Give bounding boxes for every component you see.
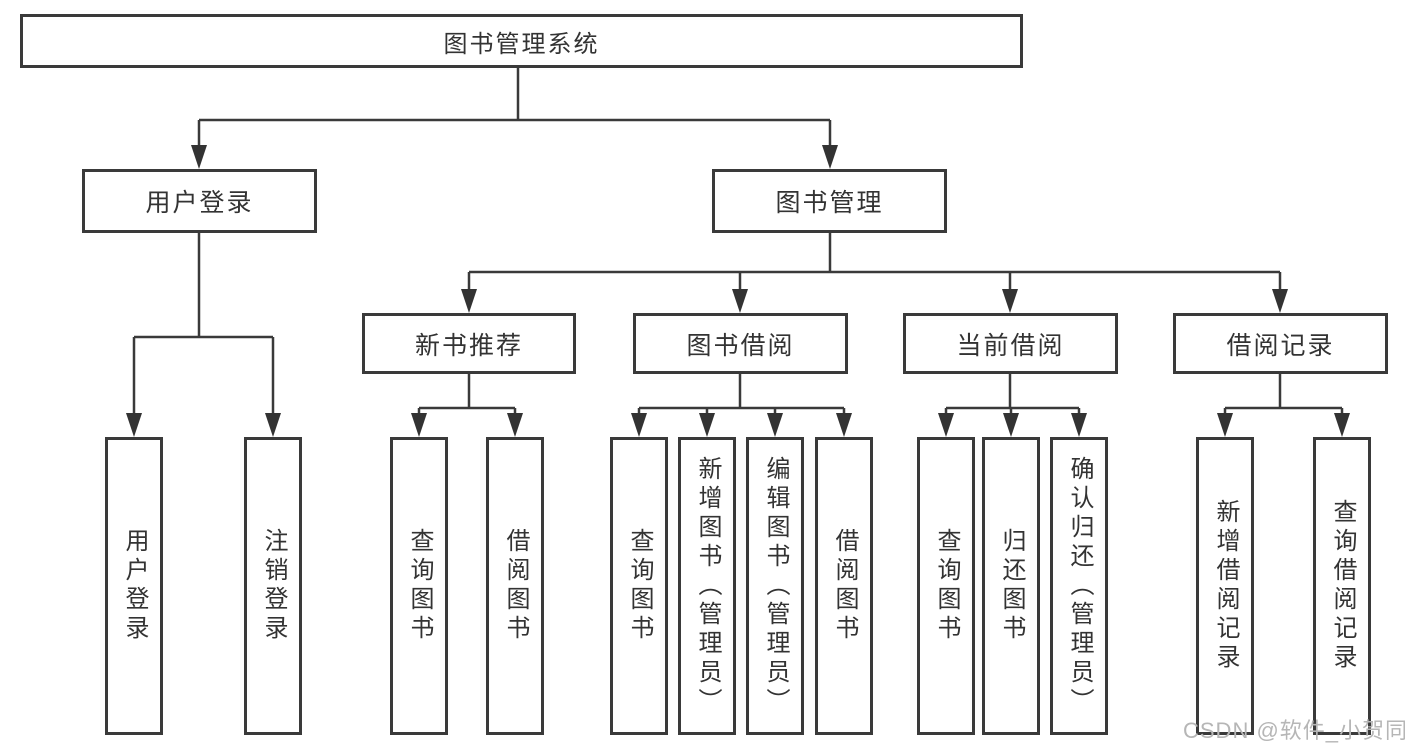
leaf-query-books-current: 查询图书 (917, 437, 975, 735)
node-label: 图书借阅 (686, 331, 795, 360)
leaf-label: 新增借阅记录 (1212, 499, 1239, 673)
node-user-login: 用户登录 (82, 169, 317, 233)
node-label: 新书推荐 (414, 331, 523, 360)
node-book-borrowing: 图书借阅 (633, 313, 848, 374)
leaf-label: 编辑图书（管理员） (762, 455, 789, 717)
node-label: 图书管理系统 (443, 30, 600, 58)
node-new-book-recommendation: 新书推荐 (362, 313, 576, 374)
leaf-label: 归还图书 (998, 528, 1025, 644)
leaf-add-borrow-record: 新增借阅记录 (1196, 437, 1254, 735)
leaf-logout: 注销登录 (244, 437, 302, 735)
leaf-label: 用户登录 (121, 528, 148, 644)
leaf-label: 借阅图书 (502, 528, 529, 644)
node-label: 用户登录 (145, 189, 254, 217)
leaf-query-books-recommend: 查询图书 (390, 437, 448, 735)
leaf-label: 借阅图书 (831, 528, 858, 644)
node-label: 当前借阅 (956, 331, 1065, 360)
csdn-watermark: CSDN @软件_小贺同学 (1183, 718, 1405, 743)
leaf-return-books: 归还图书 (982, 437, 1040, 735)
leaf-query-borrow-record: 查询借阅记录 (1313, 437, 1371, 735)
leaf-label: 新增图书（管理员） (694, 455, 721, 717)
arrowheads (126, 145, 1350, 437)
leaf-label: 确认归还（管理员） (1066, 455, 1093, 717)
node-borrowing-records: 借阅记录 (1173, 313, 1388, 374)
leaf-label: 注销登录 (260, 528, 287, 644)
node-book-management: 图书管理 (712, 169, 947, 233)
node-label: 图书管理 (775, 189, 884, 217)
leaf-borrow-books: 借阅图书 (815, 437, 873, 735)
node-current-borrowing: 当前借阅 (903, 313, 1118, 374)
leaf-confirm-return-admin: 确认归还（管理员） (1050, 437, 1108, 735)
leaf-query-books-borrow: 查询图书 (610, 437, 668, 735)
leaf-label: 查询借阅记录 (1329, 499, 1356, 673)
leaf-add-book-admin: 新增图书（管理员） (678, 437, 736, 735)
leaf-label: 查询图书 (406, 528, 433, 644)
leaf-edit-book-admin: 编辑图书（管理员） (746, 437, 804, 735)
leaf-borrow-books-recommend: 借阅图书 (486, 437, 544, 735)
leaf-label: 查询图书 (626, 528, 653, 644)
node-label: 借阅记录 (1226, 331, 1335, 360)
node-book-management-system: 图书管理系统 (20, 14, 1023, 68)
leaf-label: 查询图书 (933, 528, 960, 644)
leaf-user-login: 用户登录 (105, 437, 163, 735)
